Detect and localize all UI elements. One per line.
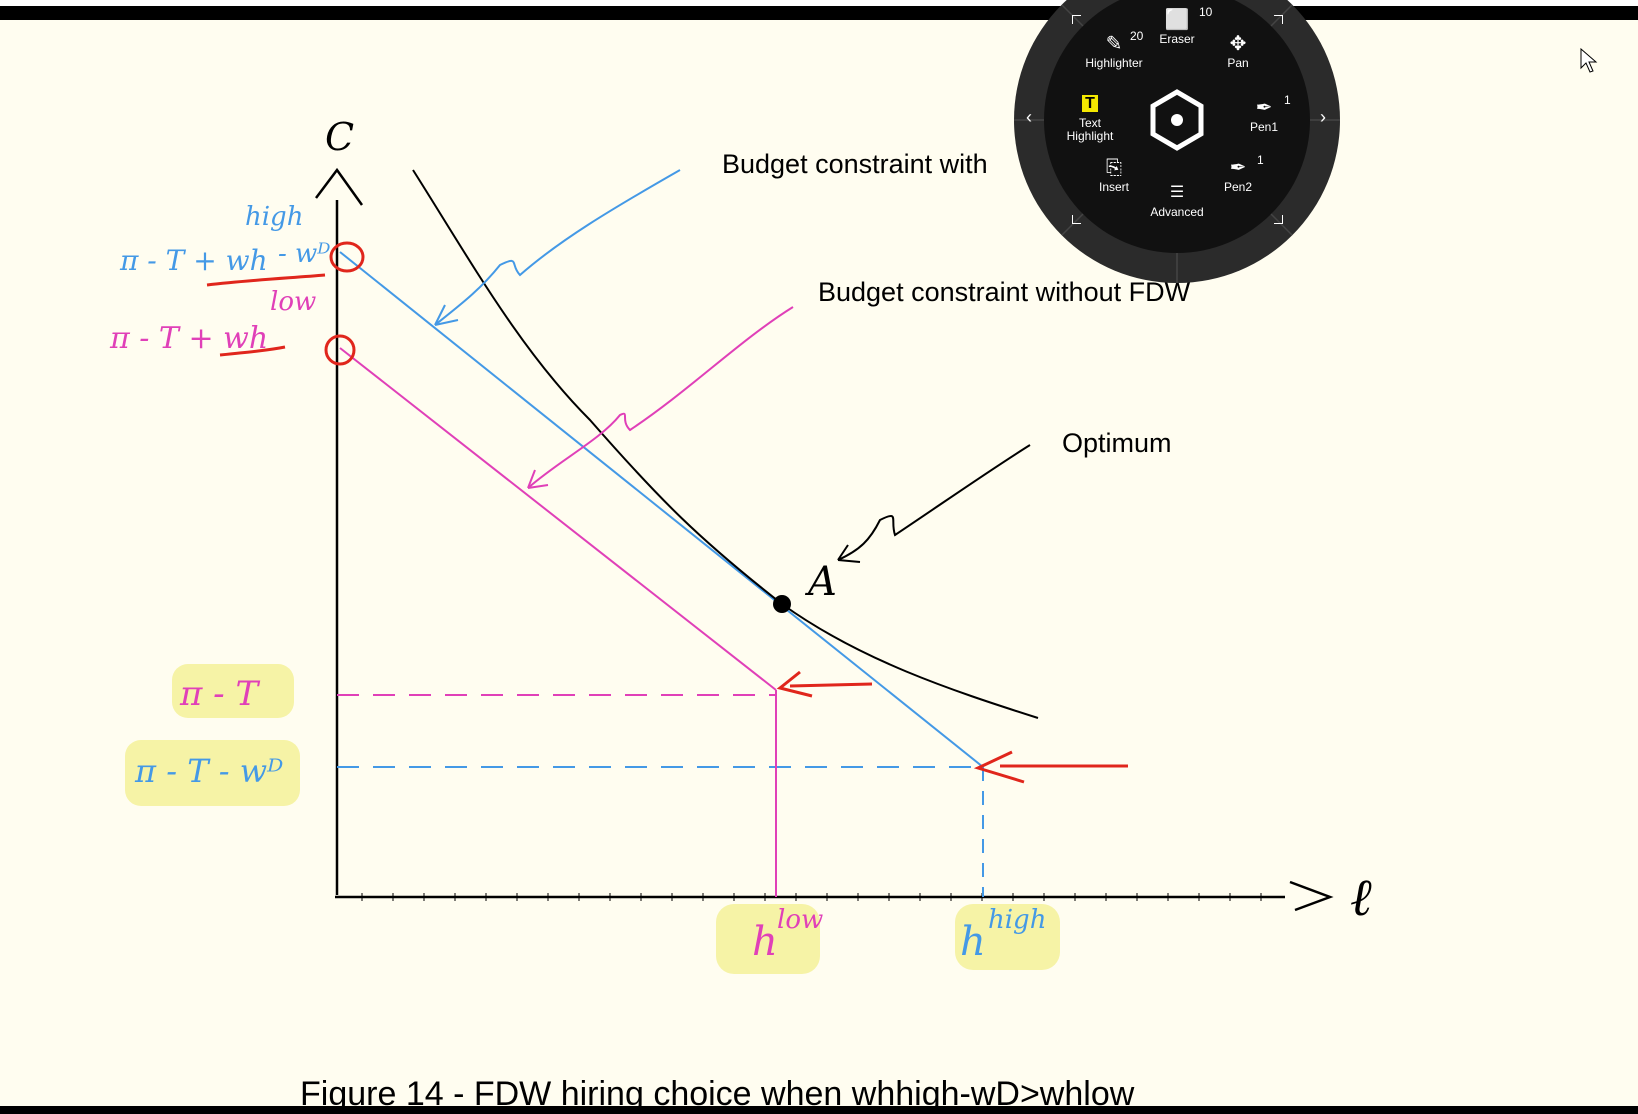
tool-text-highlight-label: Text Highlight (1066, 116, 1114, 143)
tool-insert-label: Insert (1098, 180, 1129, 194)
tool-advanced[interactable]: ☰ Advanced (1137, 180, 1217, 219)
pink-pointer (527, 306, 794, 489)
blue-intercept-sup: high (245, 202, 303, 232)
insert-icon: ⎘ (1106, 157, 1122, 179)
tool-pen1[interactable]: ✒ Pen1 (1224, 95, 1304, 134)
red-circle-bottom (324, 334, 356, 366)
optimum-pointer (837, 444, 1031, 561)
corner-bottom-right (1274, 215, 1283, 224)
pen1-badge: 1 (1284, 93, 1291, 107)
advanced-icon: ☰ (1169, 184, 1185, 201)
highlighter-icon: ✎ (1105, 33, 1123, 55)
corner-top-right (1274, 15, 1283, 24)
tool-insert[interactable]: ⎘ Insert (1074, 155, 1154, 194)
tool-text-highlight[interactable]: T Text Highlight (1050, 91, 1130, 143)
tool-pen2-label: Pen2 (1223, 180, 1253, 194)
label-optimum: Optimum (1062, 428, 1172, 458)
highlight-pi-t-wd (125, 740, 300, 806)
h-high-sup: high (988, 905, 1046, 935)
blue-pointer-head (434, 304, 459, 326)
blue-intercept-label: π - T + wh (119, 244, 268, 277)
h-low-sup: low (777, 905, 823, 935)
axis-c-label: C (325, 115, 354, 159)
eraser-badge: 10 (1199, 5, 1213, 19)
axes (315, 167, 1334, 912)
indifference-curve (412, 169, 1039, 719)
highlight-marks (125, 664, 1060, 974)
red-underline-bottom (219, 345, 286, 357)
pi-minus-t-minus-wd-label: π - T - wᴰ (134, 752, 283, 790)
tool-highlighter-label: Highlighter (1085, 56, 1143, 70)
point-a-label: A (804, 559, 837, 605)
tool-pen2[interactable]: ✒ Pen2 (1198, 155, 1278, 194)
highlighter-badge: 20 (1130, 29, 1144, 43)
red-circle-top (329, 241, 365, 273)
pink-intercept-sup: low (270, 287, 316, 317)
pen1-icon: ✒ (1255, 97, 1273, 119)
x-axis-arrow (1289, 880, 1334, 912)
corner-bottom-left (1072, 215, 1081, 224)
budget-line-without-fdw (339, 347, 777, 691)
tool-pan[interactable]: ✥ Pan (1198, 31, 1278, 70)
pink-intercept-label: π - T + wh (109, 321, 268, 356)
budget-line-with-fdw (339, 251, 984, 768)
h-low-label: h (752, 919, 778, 965)
tool-advanced-label: Advanced (1150, 205, 1204, 219)
tool-highlighter[interactable]: ✎ Highlighter (1074, 31, 1154, 70)
h-high-label: h (960, 919, 986, 965)
settings-hexagon-icon[interactable] (1150, 89, 1204, 151)
x-ticks (361, 893, 1262, 901)
figure-caption: Figure 14 - FDW hiring choice when whhig… (300, 1075, 1135, 1113)
axis-l-label: ℓ (1350, 868, 1372, 928)
label-budget-without: Budget constraint without FDW (818, 277, 1191, 307)
red-underline-top (206, 273, 326, 287)
pink-pointer-head (527, 469, 549, 489)
highlight-pi-t (172, 664, 294, 718)
pi-minus-t-label: π - T (179, 674, 260, 714)
corner-top-left (1072, 15, 1081, 24)
label-budget-with: Budget constraint with (722, 149, 988, 179)
text-highlight-icon: T (1050, 91, 1130, 117)
mouse-cursor-icon (1580, 48, 1598, 73)
tool-pen1-label: Pen1 (1249, 120, 1279, 134)
y-axis-arrow (315, 167, 364, 206)
pan-icon: ✥ (1229, 33, 1247, 55)
highlight-h-low (716, 904, 820, 974)
toolbar-next-icon[interactable]: › (1320, 107, 1326, 127)
red-arrow-pink (776, 670, 873, 698)
eraser-icon: ⬜ (1164, 9, 1190, 31)
pen2-badge: 1 (1257, 153, 1264, 167)
tool-pan-label: Pan (1227, 56, 1249, 70)
highlight-h-high (955, 904, 1060, 970)
optimum-point (773, 595, 791, 613)
red-marks (206, 241, 1128, 784)
radial-toolbar[interactable]: ‹ › ⬜ Eraser 10 ✎ Highlighter 20 ✥ Pan T… (1012, 0, 1342, 285)
red-arrow-blue (973, 750, 1128, 784)
blue-intercept-tail: - wᴰ (278, 239, 330, 269)
toolbar-prev-icon[interactable]: ‹ (1026, 107, 1032, 127)
tool-eraser-label: Eraser (1159, 32, 1195, 46)
optimum-pointer-head (837, 544, 861, 563)
blue-pointer (434, 169, 681, 326)
pen2-icon: ✒ (1229, 157, 1247, 179)
radial-toolbar-ring (1014, 0, 1340, 283)
tool-eraser[interactable]: ⬜ Eraser (1137, 7, 1217, 46)
